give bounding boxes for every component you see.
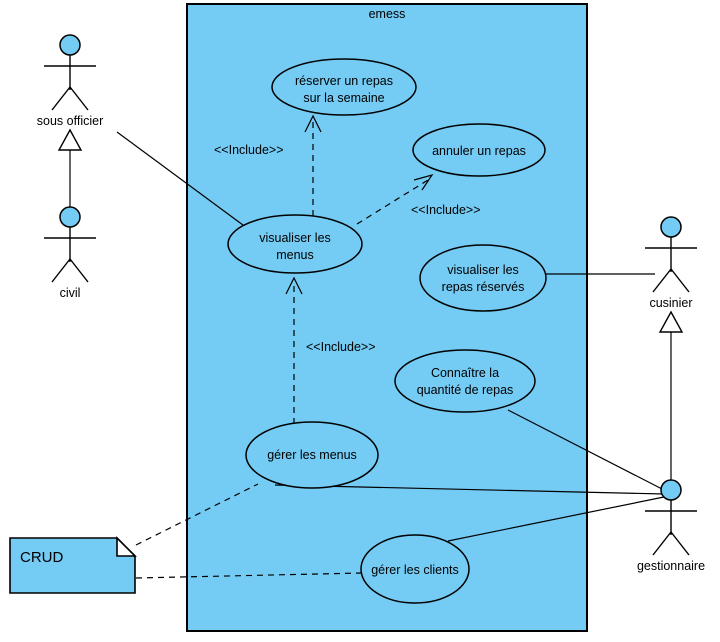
- association-gestionnaire-gerer-clients: [447, 496, 665, 542]
- note-label: CRUD: [20, 549, 63, 566]
- use-case-ellipse: [412, 123, 546, 177]
- use-case-label-line-2: menus: [276, 248, 314, 262]
- use-case-label-line-1: visualiser les: [447, 263, 519, 277]
- use-case-label-line-2: quantité de repas: [417, 383, 514, 397]
- include-visualiser-menus-to-annuler: [356, 179, 429, 225]
- use-case-ellipse: [245, 421, 379, 489]
- actor-label: gestionnaire: [637, 559, 705, 573]
- use-case-annuler-un-repas[interactable]: annuler un repas: [412, 123, 546, 177]
- generalization-arrowhead-sous-officier: [57, 128, 83, 151]
- use-case-label-line-1: réserver un repas: [295, 74, 393, 88]
- use-case-label-line-1: gérer les clients: [371, 563, 459, 577]
- note-fold-corner-icon: [116, 536, 137, 557]
- association-gestionnaire-connaitre: [507, 409, 665, 491]
- actor-sous-officier[interactable]: sous officier: [37, 34, 103, 128]
- include-arrowhead-visualiser-menus: [285, 276, 303, 295]
- stereotype-include-label-3: <<Include>>: [306, 340, 376, 354]
- use-case-label-line-1: gérer les menus: [267, 448, 357, 462]
- actor-left-leg-line: [51, 86, 71, 111]
- note-link-crud-gerer-menus: [135, 483, 259, 546]
- stereotype-include-label-1: <<Include>>: [214, 143, 284, 157]
- note-body: [9, 537, 136, 594]
- actor-civil[interactable]: civil: [44, 206, 96, 300]
- use-case-label-line-2: sur la semaine: [303, 91, 384, 105]
- use-case-gerer-les-clients[interactable]: gérer les clients: [360, 534, 470, 604]
- use-case-ellipse: [419, 244, 547, 312]
- note-link-crud-gerer-clients: [135, 572, 363, 579]
- stereotype-include-label-2: <<Include>>: [411, 203, 481, 217]
- actor-label: civil: [60, 286, 81, 300]
- system-title: emess: [369, 7, 406, 21]
- use-case-reserver-un-repas[interactable]: réserver un repas sur la semaine: [271, 58, 417, 116]
- actor-right-leg-line: [69, 86, 89, 111]
- note-crud[interactable]: CRUD: [9, 536, 137, 594]
- use-case-visualiser-les-repas-reserves[interactable]: visualiser les repas réservés: [419, 244, 547, 312]
- use-case-ellipse: [227, 214, 363, 274]
- association-gestionnaire-gerer-menus: [274, 484, 665, 495]
- actor-label: sous officier: [37, 114, 103, 128]
- use-case-ellipse: [271, 58, 417, 116]
- actor-label: cusinier: [649, 296, 692, 310]
- include-arrowhead-reserver: [304, 114, 322, 133]
- use-case-label-line-1: Connaître la: [431, 366, 499, 380]
- actor-left-leg-line: [652, 268, 672, 293]
- actor-head-icon: [660, 479, 682, 501]
- use-case-ellipse: [394, 349, 536, 413]
- use-case-visualiser-les-menus[interactable]: visualiser les menus: [227, 214, 363, 274]
- association-sous-officier-visualiser-menus: [116, 131, 248, 229]
- actor-right-leg-line: [670, 531, 690, 556]
- actor-right-leg-line: [670, 268, 690, 293]
- include-arrowhead-annuler: [413, 173, 434, 191]
- use-case-ellipse: [360, 534, 470, 604]
- actor-gestionnaire[interactable]: gestionnaire: [637, 479, 705, 573]
- use-case-label-line-1: annuler un repas: [432, 144, 526, 158]
- actor-left-leg-line: [652, 531, 672, 556]
- actor-head-icon: [59, 34, 81, 56]
- use-case-label-line-1: visualiser les: [259, 231, 331, 245]
- use-case-connaitre-la-quantite-de-repas[interactable]: Connaître la quantité de repas: [394, 349, 536, 413]
- actor-left-leg-line: [51, 258, 71, 283]
- actor-right-leg-line: [69, 258, 89, 283]
- use-case-label-line-2: repas réservés: [442, 280, 525, 294]
- actor-cusinier[interactable]: cusinier: [645, 216, 697, 310]
- generalization-arrowhead-cusinier: [658, 310, 684, 333]
- use-case-gerer-les-menus[interactable]: gérer les menus: [245, 421, 379, 489]
- actor-head-icon: [660, 216, 682, 238]
- actor-head-icon: [59, 206, 81, 228]
